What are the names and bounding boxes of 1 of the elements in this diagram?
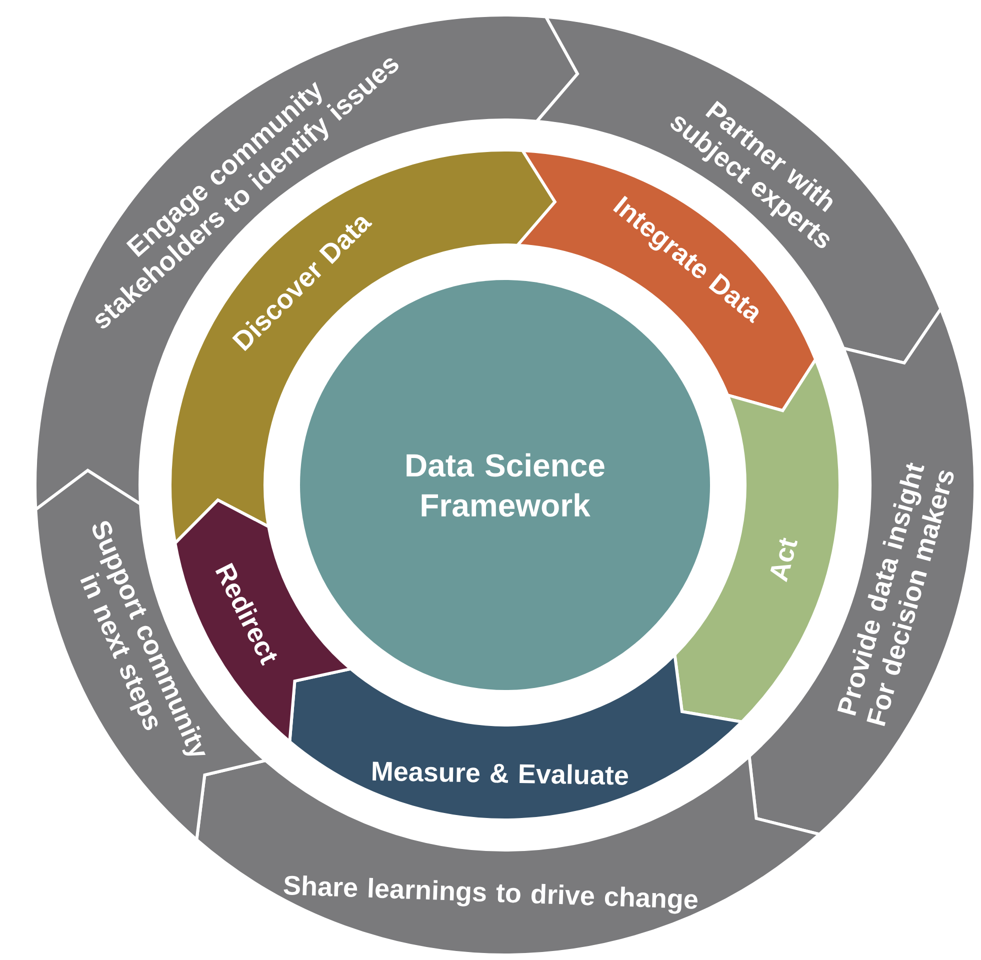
inner-chevron-segment: Measure & Evaluate — [288, 653, 744, 822]
